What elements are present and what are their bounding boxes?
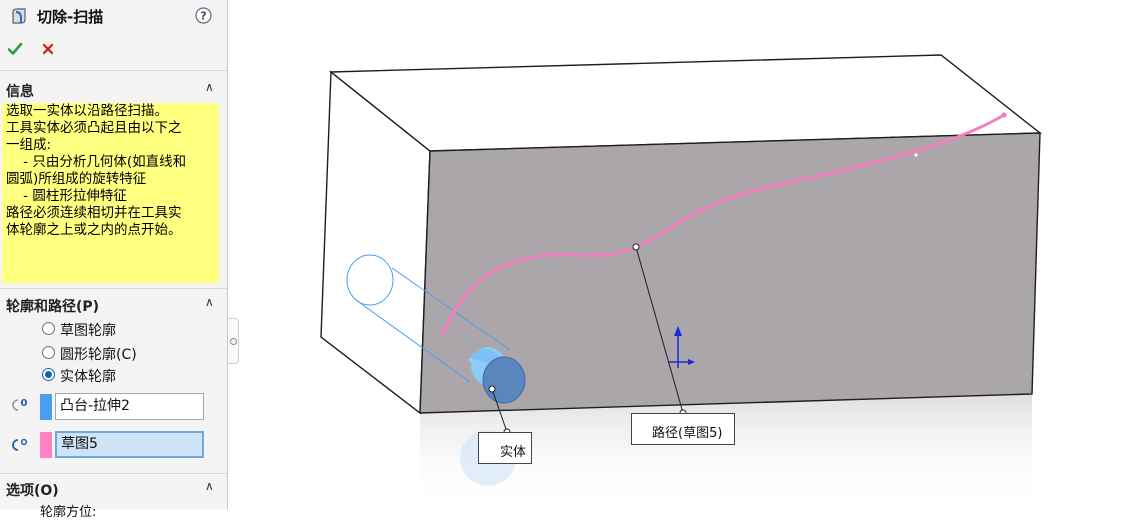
cut-sweep-icon	[12, 8, 26, 24]
tool-body-callout[interactable]: 实体	[478, 432, 532, 464]
divider	[0, 288, 227, 289]
body-callout-anchor	[488, 385, 496, 393]
chevron-up-icon[interactable]: ∧	[205, 80, 214, 94]
tool-body-icon: 0	[12, 398, 28, 411]
info-line: 工具实体必须凸起且由以下之	[6, 120, 182, 136]
tool-body-end-face[interactable]	[482, 356, 526, 404]
info-line: 圆弧)所组成的旋转特征	[6, 171, 147, 187]
sweep-preview-edge	[355, 299, 471, 383]
divider	[0, 70, 227, 71]
graphics-viewport[interactable]: 实体 路径(草图5)	[238, 0, 1147, 509]
path-callout-leader	[635, 246, 684, 414]
sweep-preview-edge	[391, 267, 511, 351]
profile-path-section-header[interactable]: 轮廓和路径(P)	[6, 299, 100, 315]
info-line: 路径必须连续相切并在工具实	[6, 205, 182, 221]
info-line: 选取一实体以沿路径扫描。	[6, 103, 168, 119]
body-callout-leader	[491, 388, 508, 433]
sweep-preview-start-circle	[346, 254, 394, 306]
model-view[interactable]	[238, 0, 1147, 509]
info-line: 一组成:	[6, 137, 52, 153]
info-line: - 只由分析几何体(如直线和	[6, 154, 187, 170]
info-line: - 圆柱形拉伸特征	[6, 188, 127, 204]
chevron-up-icon[interactable]: ∧	[205, 295, 214, 309]
path-callout[interactable]: 路径(草图5)	[631, 413, 735, 445]
tool-body-callout-label: 实体	[500, 445, 527, 460]
path-vertex	[914, 153, 918, 157]
triad-x-arrow	[688, 359, 695, 365]
path-field[interactable]: 草图5	[55, 431, 204, 458]
chevron-up-icon[interactable]: ∧	[205, 479, 214, 493]
check-icon[interactable]	[7, 41, 23, 57]
path-color-swatch	[40, 432, 52, 458]
path-callout-anchor	[632, 243, 640, 251]
path-endpoint	[1001, 112, 1007, 118]
block-front-face[interactable]	[419, 132, 1041, 414]
svg-text:?: ?	[200, 10, 206, 23]
radio-circular-profile[interactable]	[42, 346, 55, 359]
radio-sketch-profile-label[interactable]: 草图轮廓	[60, 323, 116, 339]
info-message: 选取一实体以沿路径扫描。 工具实体必须凸起且由以下之 一组成: - 只由分析几何…	[2, 103, 219, 283]
floor-reflection	[420, 394, 1032, 509]
panel-collapse-handle[interactable]	[228, 318, 239, 364]
options-section-header[interactable]: 选项(O)	[6, 483, 59, 499]
svg-text:0: 0	[21, 398, 28, 409]
property-manager: 切除-扫描 ? 信息 ∧ 选取一实体以沿路径扫描。 工具实体必须凸起且由以下之 …	[0, 0, 228, 520]
profile-orientation-label: 轮廓方位:	[40, 505, 97, 520]
help-circle-icon[interactable]: ?	[195, 7, 212, 24]
divider	[0, 473, 227, 474]
triad-y-arrow	[674, 326, 682, 336]
radio-solid-profile[interactable]	[42, 368, 55, 381]
tool-body-color-swatch	[40, 394, 52, 420]
info-section-header[interactable]: 信息	[6, 84, 34, 100]
close-icon[interactable]	[41, 42, 55, 56]
info-line: 体轮廓之上或之内的点开始。	[6, 222, 182, 238]
path-callout-label: 路径(草图5)	[652, 426, 723, 441]
radio-sketch-profile[interactable]	[42, 322, 55, 335]
radio-circular-profile-label[interactable]: 圆形轮廓(C)	[60, 347, 137, 363]
path-icon	[12, 438, 28, 451]
radio-solid-profile-label[interactable]: 实体轮廓	[60, 369, 116, 385]
sweep-path-curve[interactable]	[441, 113, 1006, 336]
tool-body-field[interactable]: 凸台-拉伸2	[55, 393, 204, 420]
feature-title: 切除-扫描	[37, 8, 104, 26]
